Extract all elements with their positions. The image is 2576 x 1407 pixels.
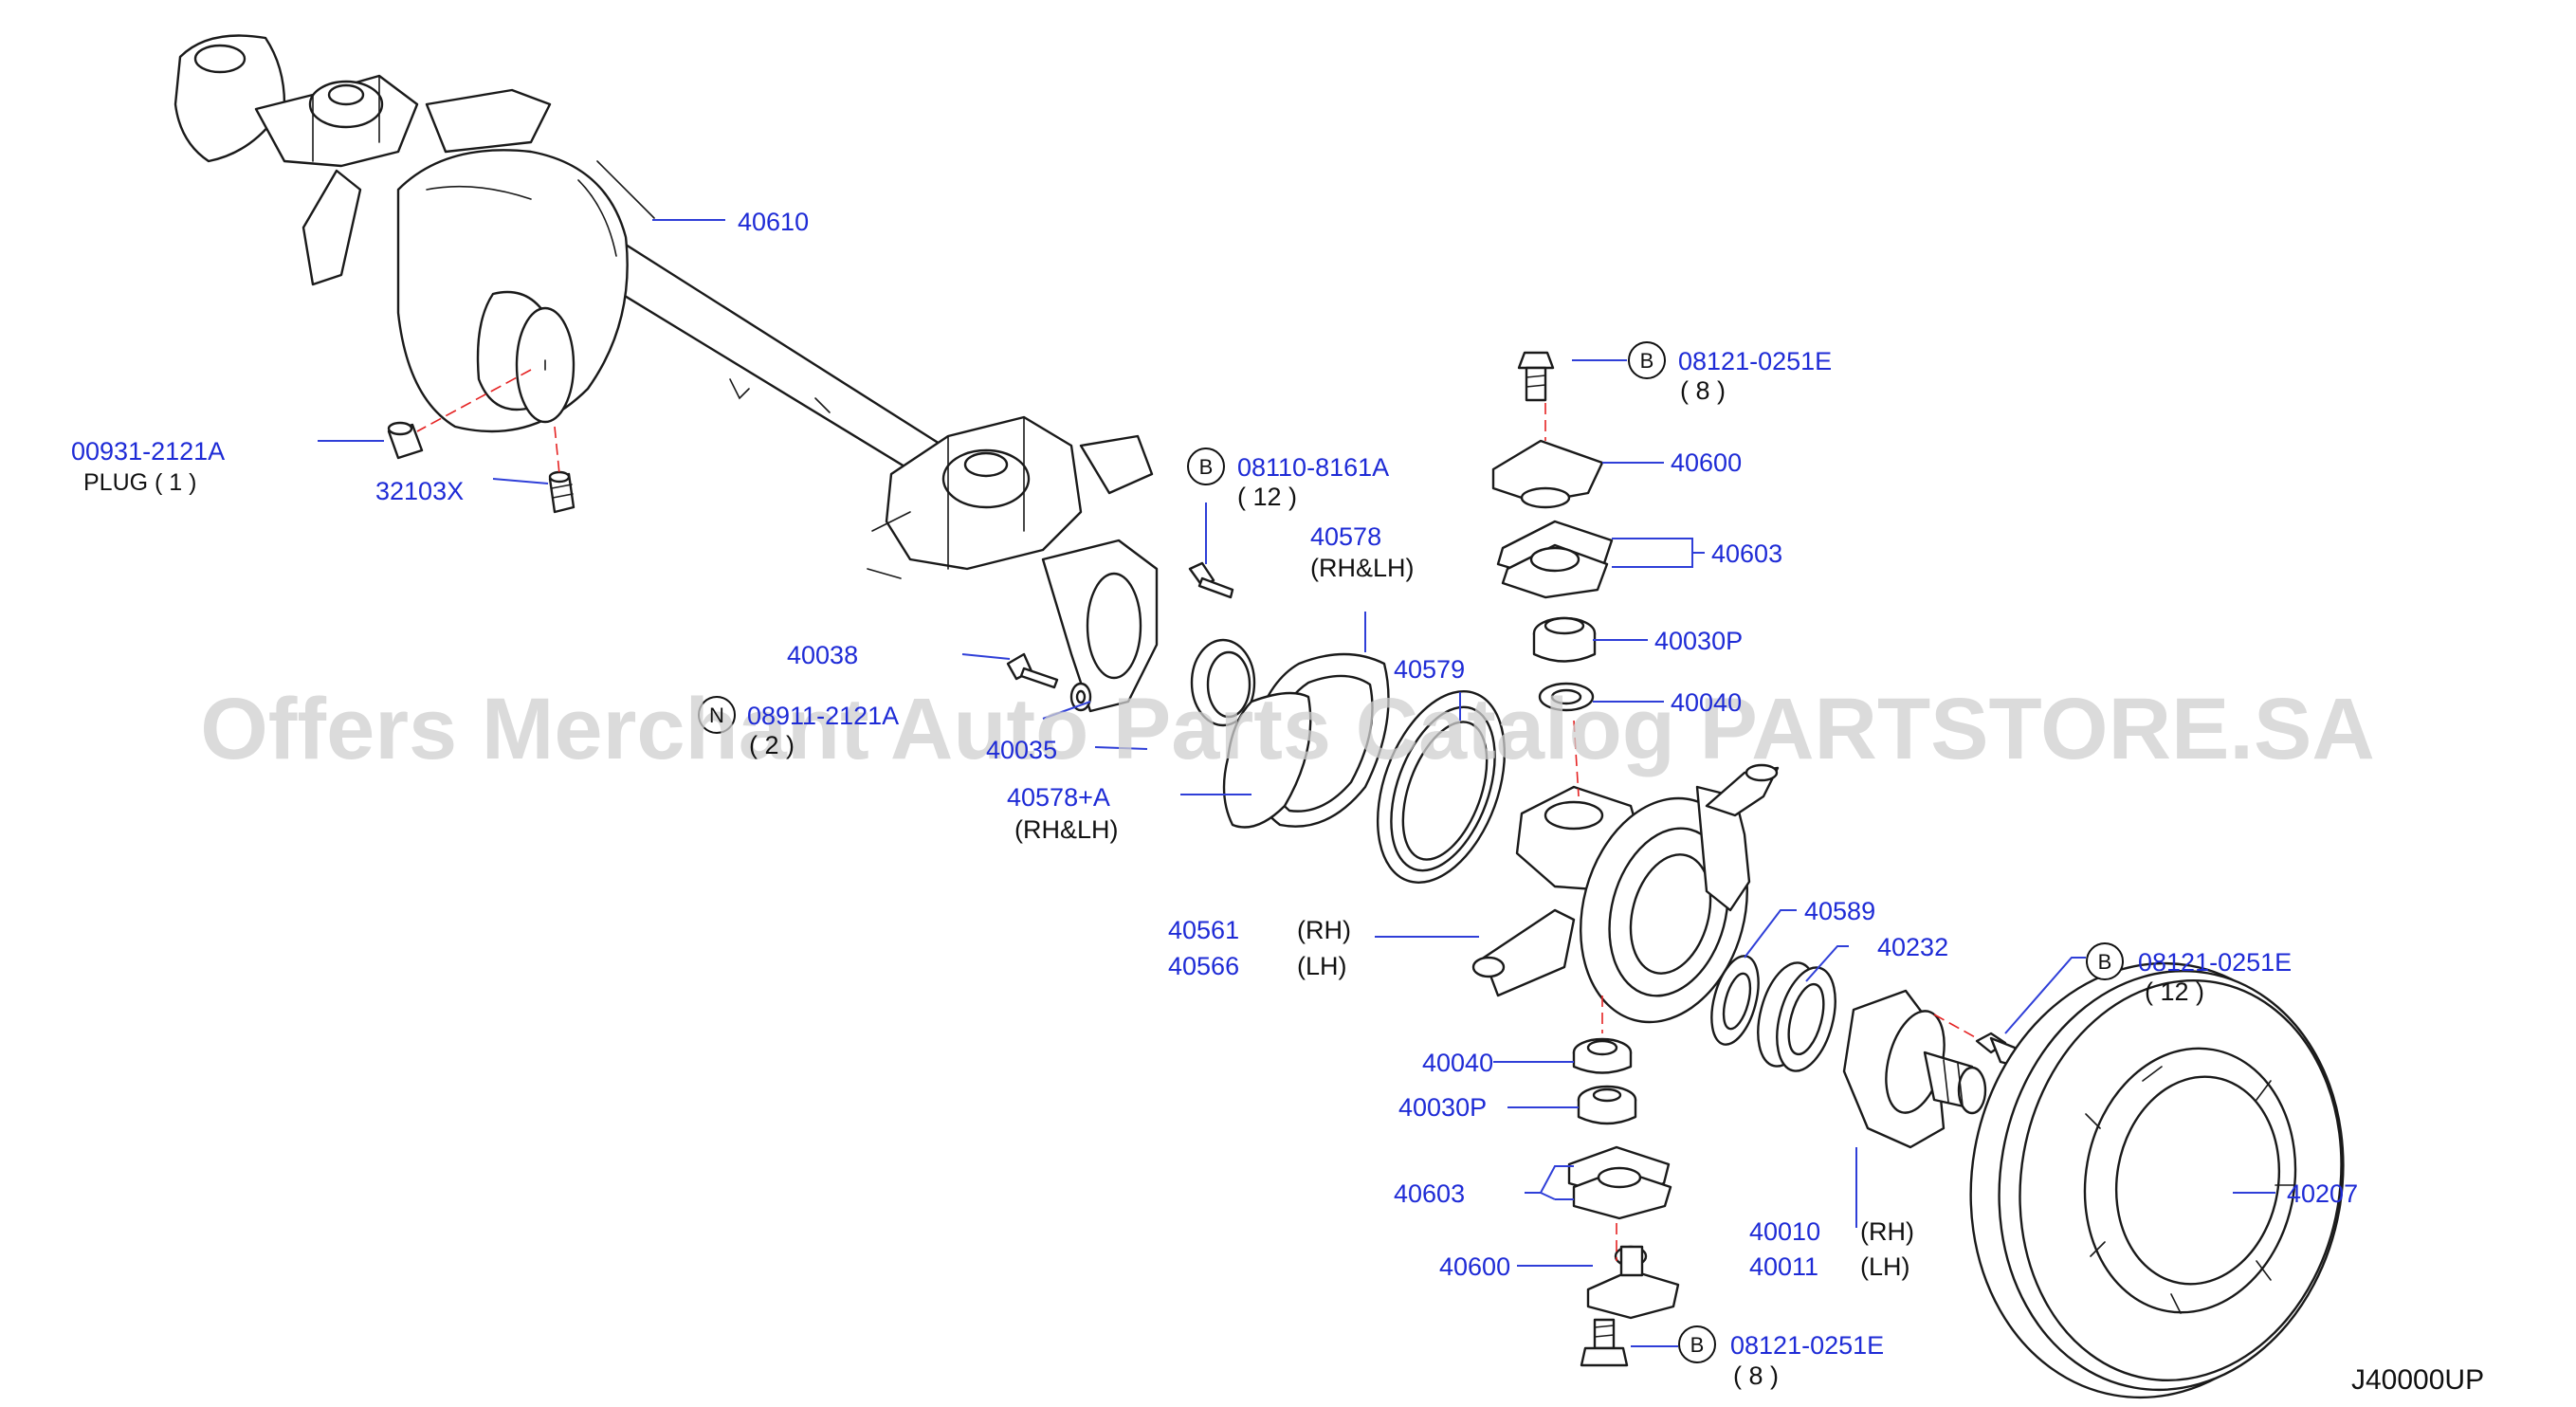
spacer-40589-drawing <box>1710 955 1760 1046</box>
bottom-bearing-drawing <box>1577 1085 1637 1125</box>
part-40011-label[interactable]: 40011 <box>1749 1252 1818 1281</box>
top-cap-drawing <box>1491 439 1604 509</box>
top-cone-drawing <box>1538 682 1595 712</box>
part-08121-0251E-bottom-qty: ( 8 ) <box>1733 1361 1779 1390</box>
axle-housing-drawing <box>174 34 1159 713</box>
part-40038-label[interactable]: 40038 <box>787 641 858 669</box>
part-08121-0251E-top-label[interactable]: 08121-0251E <box>1678 347 1832 375</box>
part-08121-0251E-hub-label[interactable]: 08121-0251E <box>2138 948 2292 977</box>
bolt-08110-drawing <box>1188 561 1234 599</box>
bearing-40232-drawing <box>1757 961 1836 1072</box>
brake-rotor-drawing <box>1969 961 2345 1399</box>
bottom-cap-drawing <box>1586 1245 1680 1320</box>
part-40603-top-label[interactable]: 40603 <box>1711 539 1782 568</box>
bottom-cone-drawing <box>1572 1037 1633 1074</box>
bottom-bolt-drawing <box>1580 1318 1629 1367</box>
breather-drawing <box>548 470 575 514</box>
bolt-40038-drawing <box>1006 652 1059 689</box>
top-bearing-drawing <box>1532 616 1597 663</box>
part-00931-2121A-qty: PLUG ( 1 ) <box>83 469 196 496</box>
part-08110-8161A-label[interactable]: 08110-8161A <box>1237 453 1389 482</box>
part-40578A-label[interactable]: 40578+A <box>1007 783 1110 812</box>
part-08911-2121A-qty: ( 2 ) <box>749 731 795 759</box>
bottom-shim-drawing <box>1567 1145 1672 1220</box>
part-40561-side: (RH) <box>1297 916 1351 944</box>
diagram-code: J40000UP <box>2351 1364 2484 1396</box>
part-40610-label[interactable]: 40610 <box>738 208 809 236</box>
part-40010-side: (RH) <box>1860 1217 1914 1246</box>
part-40035-label[interactable]: 40035 <box>986 736 1057 764</box>
part-08911-marker: N <box>709 704 724 727</box>
part-40207-label[interactable]: 40207 <box>2287 1179 2358 1208</box>
part-08110-8161A-qty: ( 12 ) <box>1237 483 1297 511</box>
top-bolt-drawing <box>1517 351 1555 402</box>
part-08110-marker: B <box>1199 455 1214 479</box>
dust-seal-drawing <box>1222 652 1390 829</box>
part-40561-label[interactable]: 40561 <box>1168 916 1239 944</box>
callout-markers <box>698 341 2124 1363</box>
oil-seal-drawing <box>1190 638 1256 727</box>
leader-lines <box>318 219 2275 1347</box>
part-40030P-bottom-label[interactable]: 40030P <box>1398 1093 1487 1122</box>
part-40566-side: (LH) <box>1297 952 1347 980</box>
part-40566-label[interactable]: 40566 <box>1168 952 1239 980</box>
part-40600-bottom-label[interactable]: 40600 <box>1439 1252 1510 1281</box>
part-40603-bottom-label[interactable]: 40603 <box>1394 1179 1465 1208</box>
part-40030P-top-label[interactable]: 40030P <box>1654 627 1743 655</box>
part-00931-2121A-label[interactable]: 00931-2121A <box>71 437 225 466</box>
steering-knuckle-drawing <box>1471 763 1780 1024</box>
part-40600-top-label[interactable]: 40600 <box>1671 448 1742 477</box>
seal-40579-drawing <box>1376 690 1507 884</box>
part-40011-side: (LH) <box>1860 1252 1910 1281</box>
watermark-text: Offers Merchant Auto Parts Catalog PARTS… <box>200 681 2375 777</box>
part-08121-0251E-top-qty: ( 8 ) <box>1680 376 1726 405</box>
part-40579-label[interactable]: 40579 <box>1394 655 1465 684</box>
part-08121-top-marker: B <box>1640 349 1654 373</box>
part-08121-0251E-bottom-label[interactable]: 08121-0251E <box>1730 1331 1884 1360</box>
part-08121-0251E-hub-qty: ( 12 ) <box>2145 978 2204 1006</box>
part-40589-label[interactable]: 40589 <box>1804 897 1875 925</box>
plug-drawing <box>387 421 424 460</box>
part-40578-side: (RH&LH) <box>1310 554 1415 582</box>
part-08121-hub-marker: B <box>2098 950 2112 974</box>
part-40040-bottom-label[interactable]: 40040 <box>1422 1049 1493 1077</box>
center-lines <box>416 369 1978 1261</box>
part-32103X-label[interactable]: 32103X <box>375 477 464 505</box>
spindle-drawing <box>1842 989 1987 1149</box>
part-40232-label[interactable]: 40232 <box>1877 933 1948 961</box>
part-40040-top-label[interactable]: 40040 <box>1671 688 1742 717</box>
top-shim-drawing <box>1496 520 1614 599</box>
part-08911-2121A-label[interactable]: 08911-2121A <box>747 702 899 730</box>
part-08121-bottom-marker: B <box>1690 1333 1705 1357</box>
part-40578A-side: (RH&LH) <box>1014 815 1119 844</box>
part-40578-label[interactable]: 40578 <box>1310 522 1381 551</box>
part-40010-label[interactable]: 40010 <box>1749 1217 1820 1246</box>
